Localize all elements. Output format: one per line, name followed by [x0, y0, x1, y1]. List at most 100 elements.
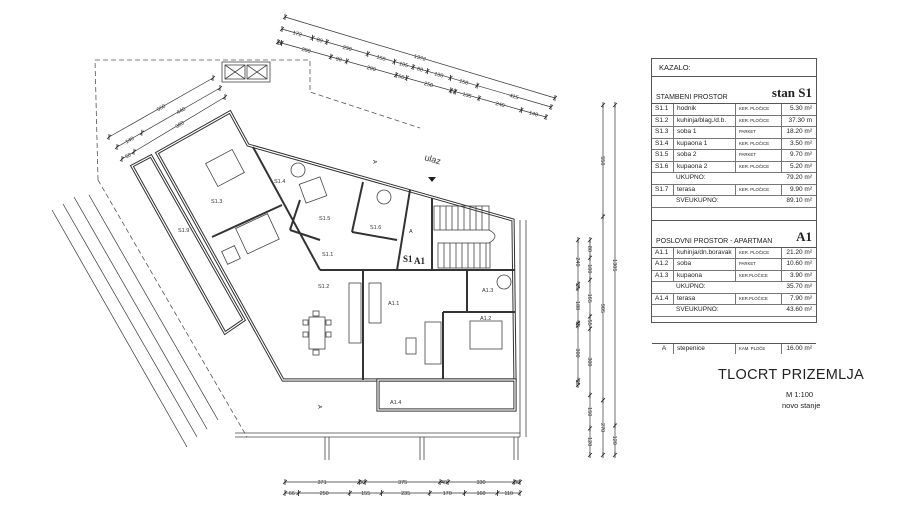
dimension-tick: [575, 322, 581, 329]
dimension-label: 155: [361, 491, 370, 497]
room-floor: KER. PLOČICE: [736, 104, 782, 115]
dimension-tick: [437, 479, 443, 485]
room-id: A1.2: [652, 259, 674, 270]
section-mark-bottom: A: [316, 405, 322, 409]
room-name: terasa: [674, 184, 736, 195]
dimension-label: 380: [175, 120, 186, 130]
terrace-s1-9: [129, 153, 247, 336]
room-name: stepenice: [674, 343, 736, 354]
dimension-tick: [474, 82, 480, 89]
dimension-label: 140: [528, 110, 538, 118]
roof-vent-box: [221, 61, 271, 83]
room-floor: PARKET: [736, 259, 782, 270]
legend-title: KAZALO:: [652, 59, 816, 77]
dimension-tick: [452, 88, 458, 95]
dimension-label: 60: [397, 74, 405, 81]
dimension-label: 550: [599, 156, 605, 165]
total-row: SVEUKUPNO:89.10 m²: [652, 196, 816, 208]
room-name: hodnik: [674, 104, 736, 115]
room-id: S1.2: [652, 115, 674, 126]
room-id: S1.4: [652, 138, 674, 149]
dimension-tick: [275, 39, 281, 45]
dimension-label: 25: [574, 283, 580, 289]
dimension-label: 230: [342, 45, 352, 53]
room-label-s1-3: S1.3: [211, 199, 222, 205]
dimension-label: 172: [292, 30, 302, 38]
dimension-label: 135: [462, 92, 472, 100]
dimension-label: 30: [359, 480, 365, 486]
room-label-s1-2: S1.2: [318, 284, 329, 290]
entrance-label: ulaz: [423, 152, 442, 166]
dimension-label: 160: [476, 491, 485, 497]
dimension-tick: [296, 490, 301, 496]
dimension-label: 300: [574, 348, 580, 357]
subtotal-value: 79.20 m²: [786, 174, 812, 181]
drawing-state: novo stanje: [782, 401, 821, 410]
room-name: soba 1: [674, 127, 736, 138]
dimension-tick: [324, 39, 330, 45]
room-floor: PARKET: [736, 127, 782, 138]
furniture: [205, 148, 512, 365]
dimension-tick: [310, 34, 315, 41]
total-label: SVEUKUPNO:: [676, 197, 719, 204]
subtotal-label: UKUPNO:: [676, 174, 706, 181]
room-label-a1-1: A1.1: [388, 301, 399, 307]
dimension-tick: [511, 479, 517, 485]
dimension-tick: [119, 156, 125, 162]
dimension-label: 165: [586, 294, 592, 303]
room-id: S1.5: [652, 150, 674, 161]
room-name: kupaona 1: [674, 138, 736, 149]
room-id: S1.1: [652, 104, 674, 115]
dimension-tick: [587, 254, 593, 261]
dimension-label: 300: [586, 357, 592, 366]
room-area: 3.90 m²: [789, 271, 812, 279]
dimension-label: 80: [416, 66, 424, 73]
dimension-tick: [575, 285, 581, 292]
dimension-tick: [587, 313, 593, 320]
room-area: 16.00 m²: [786, 344, 812, 352]
dimension-label: 270: [599, 423, 605, 432]
room-floor: KER.PLOČICE: [736, 293, 782, 304]
dimension-label: 130: [433, 71, 443, 79]
dimension-tick: [425, 68, 430, 75]
entrance-arrow-icon: [428, 177, 436, 182]
dimension-label: 1372: [413, 54, 426, 63]
room-name: soba: [674, 259, 736, 270]
dimension-label: 375: [398, 480, 407, 486]
dimension-tick: [210, 75, 216, 81]
dimension-label: 240: [495, 101, 505, 109]
dimension-label: 170: [443, 491, 452, 497]
dimension-label: 15: [574, 321, 580, 327]
dimension-tick: [344, 58, 350, 65]
room-area: 10.60 m²: [786, 260, 812, 267]
dimension-label: 905: [599, 304, 605, 313]
dimension-label: 371: [317, 480, 326, 486]
dimension-tick: [106, 134, 112, 140]
dimension-label: 90: [335, 56, 343, 63]
unit-label: stan S1: [771, 85, 812, 100]
room-area: 3.50 m²: [789, 139, 812, 147]
room-label-a1-4: A1.4: [390, 400, 401, 406]
dimension-tick: [612, 452, 618, 458]
unit-label: A1: [796, 228, 812, 244]
room-label-a1-2: A1.2: [480, 316, 491, 322]
room-label-s1-9: S1.9: [178, 228, 189, 234]
dimension-tick: [427, 490, 433, 496]
room-area: 9.90 m²: [789, 185, 812, 193]
room-floor: KER. PLOČICE: [736, 115, 782, 126]
dimension-tick: [356, 479, 362, 485]
room-label-s1-1: S1.1: [322, 252, 333, 258]
dimension-tick: [587, 325, 593, 332]
dimension-tick: [543, 114, 549, 120]
dimension-tick: [448, 87, 454, 94]
unit-mark-a1: A1: [414, 256, 425, 266]
dimension-label: 280: [301, 47, 311, 55]
dimension-tick: [587, 237, 593, 243]
dimension-tick: [587, 392, 593, 399]
dimension-tick: [517, 479, 523, 485]
